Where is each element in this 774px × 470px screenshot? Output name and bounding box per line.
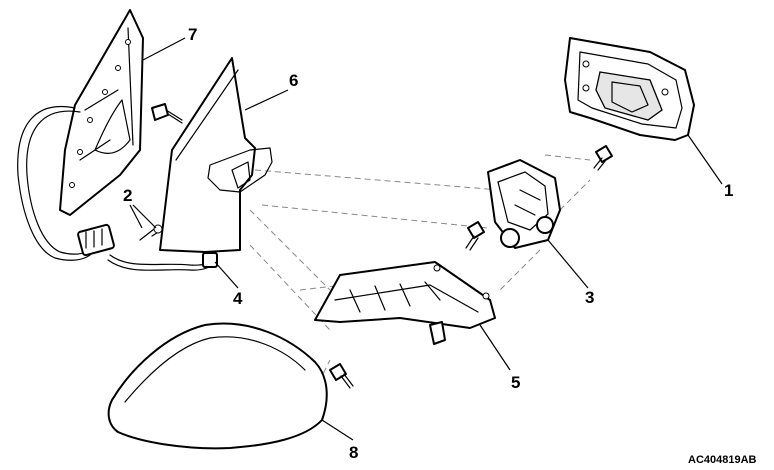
callout-3: 3 <box>585 288 594 307</box>
callout-8: 8 <box>349 443 358 462</box>
callout-2: 2 <box>123 186 132 205</box>
mirror-holder <box>159 57 273 253</box>
mirror-cover <box>107 322 328 450</box>
mirror-actuator <box>487 159 561 249</box>
mirror-base-bracket <box>59 9 144 216</box>
figure-code: AC404819AB <box>688 454 757 466</box>
leader-lines <box>129 37 723 441</box>
callout-1: 1 <box>724 181 733 200</box>
wiring-harness <box>17 106 218 271</box>
actuator-screw <box>593 145 613 171</box>
mount-bolt-upper <box>151 103 183 124</box>
mirror-glass <box>564 37 695 141</box>
callout-7: 7 <box>188 25 197 44</box>
cover-bolt <box>329 363 354 389</box>
callout-6: 6 <box>289 71 298 90</box>
mirror-bracket <box>314 261 496 345</box>
callout-4: 4 <box>233 289 243 308</box>
bracket-screw <box>465 221 485 251</box>
callout-5: 5 <box>511 373 520 392</box>
